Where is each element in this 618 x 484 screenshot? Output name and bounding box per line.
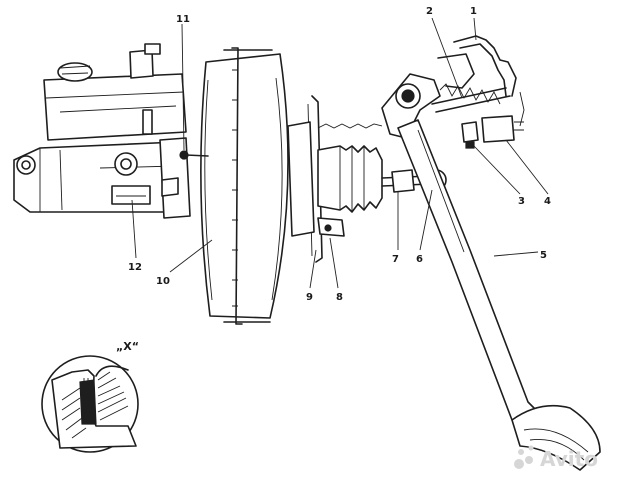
vacuum-booster	[179, 47, 289, 325]
master-cylinder	[13, 43, 191, 219]
callout-9: 9	[306, 292, 313, 303]
callout-7: 7	[392, 254, 399, 265]
callout-10: 10	[156, 276, 170, 287]
detail-view-label: „X“	[116, 340, 139, 353]
detail-view-x	[41, 355, 139, 453]
watermark: Avito	[514, 445, 598, 471]
callout-6: 6	[416, 254, 423, 265]
leader-lines	[131, 17, 549, 289]
callout-8: 8	[336, 292, 343, 303]
watermark-text: Avito	[540, 447, 598, 471]
callout-3: 3	[518, 196, 525, 207]
callout-labels: 1 2 3 4 5 6 7 8 9 10 11 12 „X“	[116, 6, 551, 353]
brake-pedal	[381, 73, 601, 471]
callout-4: 4	[544, 196, 551, 207]
callout-1: 1	[470, 6, 477, 17]
callout-5: 5	[540, 250, 547, 261]
stop-light-switch-assembly	[431, 35, 525, 149]
callout-12: 12	[128, 262, 142, 273]
callout-11: 11	[176, 14, 190, 25]
callout-2: 2	[426, 6, 433, 17]
